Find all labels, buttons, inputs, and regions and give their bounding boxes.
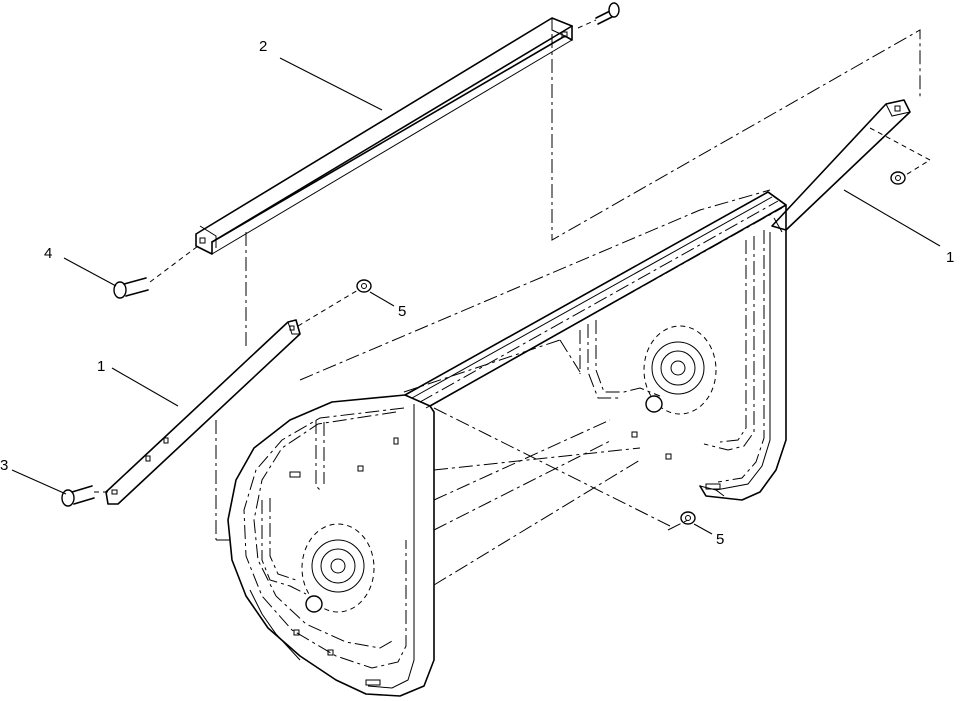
callout-5-top: 5	[398, 303, 406, 320]
leader-c5-bottom	[693, 523, 713, 535]
leader-c1-right	[843, 189, 941, 247]
bolt-top	[577, 2, 620, 29]
callout-4: 4	[44, 245, 52, 262]
nut-right	[869, 127, 932, 185]
callout-1-left: 1	[97, 358, 105, 375]
callout-5-bottom: 5	[716, 531, 724, 548]
bolt-4	[113, 245, 199, 299]
alignment-lines	[215, 29, 921, 541]
leader-c2	[279, 57, 383, 111]
brace-right	[771, 99, 911, 233]
bolt-3	[61, 485, 108, 507]
leader-c1-left	[111, 367, 179, 407]
leader-c3	[11, 469, 67, 495]
callout-2: 2	[259, 38, 267, 55]
brace-left	[105, 319, 301, 505]
leader-c5-top	[369, 291, 395, 307]
housing-frame	[227, 191, 787, 697]
nut-5-bottom	[680, 511, 696, 525]
callout-1-right: 1	[946, 249, 954, 266]
cross-bar	[195, 17, 573, 255]
callouts: 1 1 2 3 4 5 5	[0, 38, 954, 548]
leader-lines	[11, 57, 941, 535]
leader-c4	[63, 257, 117, 287]
nut-5-top	[297, 279, 372, 327]
callout-3: 3	[0, 457, 8, 474]
